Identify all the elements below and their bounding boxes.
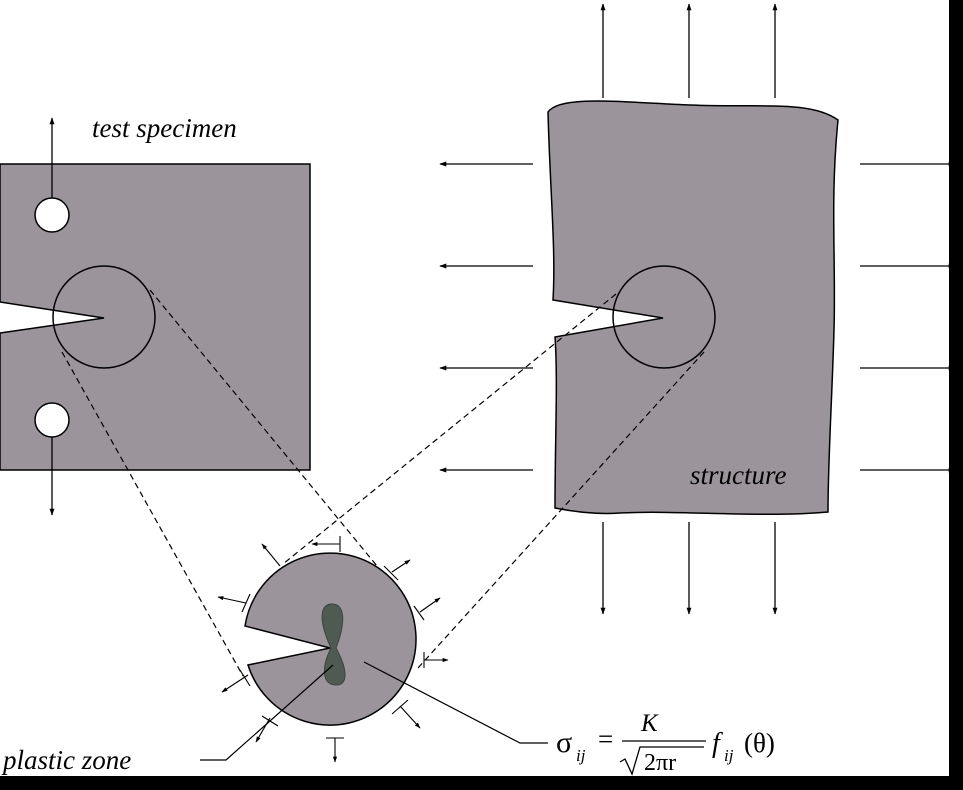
traction-arrow-9 [419,597,441,613]
test-specimen-label: test specimen [92,113,237,143]
crack-tip-zoom [217,536,449,763]
specimen-pin-hole-top [34,197,70,233]
equation-sigma: σ [556,726,572,759]
traction-arrow-2 [261,543,281,567]
equation-sqrt-content: 2πr [644,750,676,776]
traction-tick-10 [383,565,399,581]
traction-tick-9 [413,605,425,621]
structure [439,3,956,615]
traction-arrow-5 [255,717,271,743]
specimen-crack-tip-circle [52,265,156,369]
structure-body [547,100,839,516]
equation-f-subscript: ij [724,746,734,765]
equation-leader-line [363,661,548,744]
traction-tick-7 [391,699,409,715]
plastic-zone-label: plastic zone [1,745,131,775]
projection-line-structure-right [417,351,705,669]
traction-tick-3 [241,593,251,613]
traction-arrow-3 [217,596,247,604]
traction-tick-4 [239,669,251,687]
equation-f: f [712,728,723,759]
plastic-zone-leader-line [200,664,334,761]
stress-field-equation: σ ij = K 2πr f ij (θ) [556,710,775,776]
structure-label: structure [690,460,787,490]
specimen-pin-hole-bottom [34,402,70,438]
projection-lines [61,289,705,677]
traction-arrow-4 [221,674,249,693]
projection-line-specimen-right [149,289,406,601]
equation-sigma-subscript: ij [576,746,586,765]
equation-equals: = [598,724,613,754]
projection-line-structure-left [282,293,617,565]
traction-arrow-7 [399,705,421,729]
traction-arrow-10 [391,559,411,573]
plastic-zone-shape [321,603,346,686]
equation-sqrt-sign [619,746,704,776]
equation-numerator: K [640,710,659,737]
equation-theta: (θ) [744,728,775,758]
structure-crack-tip-circle [612,265,716,369]
test-specimen [0,117,311,516]
projection-line-specimen-left [61,351,244,677]
